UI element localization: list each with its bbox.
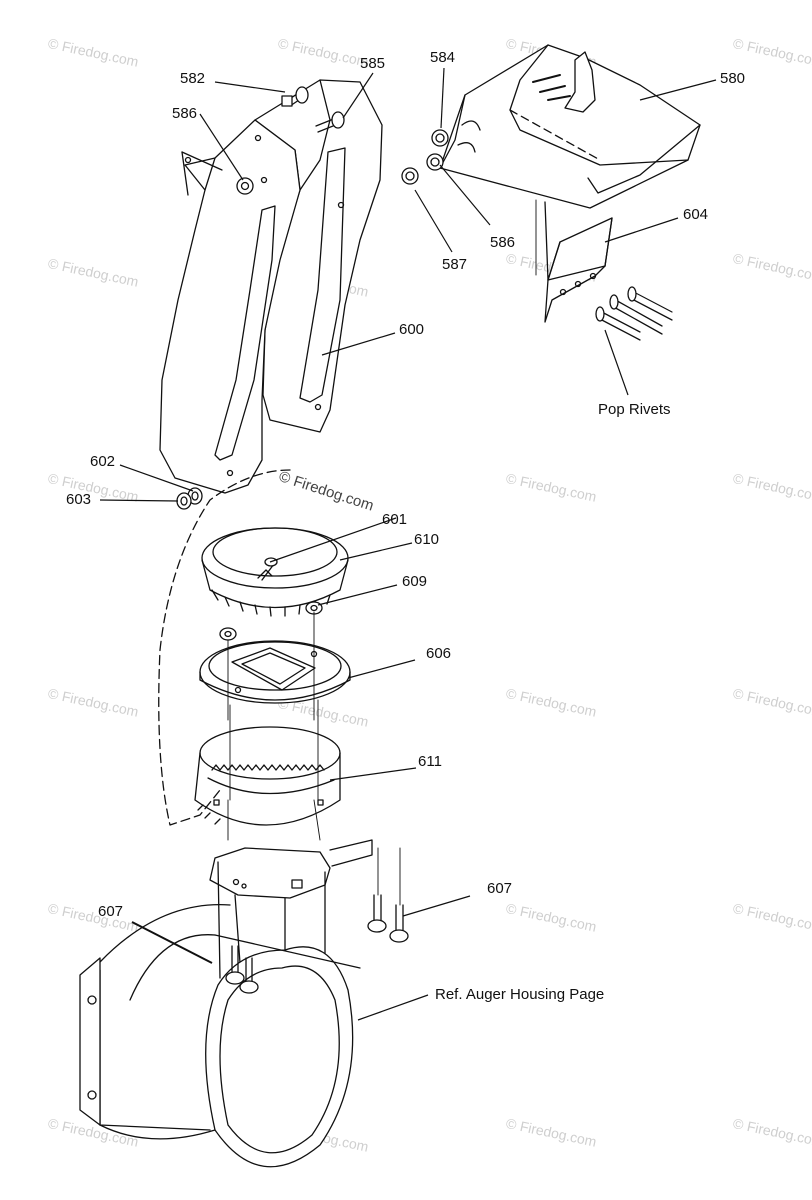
callout-600: 600 bbox=[399, 321, 425, 338]
alignment-lines bbox=[227, 199, 537, 841]
mount-plate bbox=[209, 839, 373, 979]
part-580-upper-chute bbox=[439, 44, 701, 209]
leader-lines bbox=[99, 67, 717, 1021]
chute-panel-front bbox=[159, 119, 301, 494]
part-587-nut bbox=[401, 167, 419, 185]
part-604-deflector bbox=[544, 217, 613, 323]
callout-ref-auger-housing: Ref. Auger Housing Page bbox=[435, 986, 605, 1003]
part-600-chute-panel bbox=[254, 79, 383, 433]
auger-housing-tube bbox=[79, 903, 361, 1168]
callout-587: 587 bbox=[442, 256, 468, 273]
callout-586-lower: 586 bbox=[490, 234, 516, 251]
part-611-gear-ring bbox=[194, 726, 341, 826]
callout-610: 610 bbox=[414, 531, 440, 548]
assembly-outline bbox=[158, 469, 291, 826]
callout-pop-rivets: Pop Rivets bbox=[598, 401, 671, 418]
part-585-bolt bbox=[315, 111, 345, 133]
callout-607-right: 607 bbox=[487, 880, 513, 897]
callout-584: 584 bbox=[430, 49, 456, 66]
part-586-washer-upper bbox=[426, 153, 444, 171]
callout-602: 602 bbox=[90, 453, 116, 470]
part-586-washer-lower bbox=[236, 177, 254, 195]
callout-607-left: 607 bbox=[98, 903, 124, 920]
callout-609: 609 bbox=[402, 573, 428, 590]
callout-611: 611 bbox=[418, 753, 442, 770]
callout-586-upper: 586 bbox=[172, 105, 198, 122]
part-582-bolt bbox=[281, 86, 309, 107]
callout-603: 603 bbox=[66, 491, 92, 508]
callout-606: 606 bbox=[426, 645, 452, 662]
part-584-bolt bbox=[431, 129, 449, 147]
callout-582: 582 bbox=[180, 70, 206, 87]
part-607-bolts bbox=[225, 847, 409, 994]
part-603-nut bbox=[176, 492, 192, 510]
part-606-plate bbox=[199, 640, 351, 704]
callout-604: 604 bbox=[683, 206, 709, 223]
pop-rivets bbox=[544, 201, 673, 341]
callout-585: 585 bbox=[360, 55, 386, 72]
callout-580: 580 bbox=[720, 70, 746, 87]
callout-601: 601 bbox=[382, 511, 408, 528]
